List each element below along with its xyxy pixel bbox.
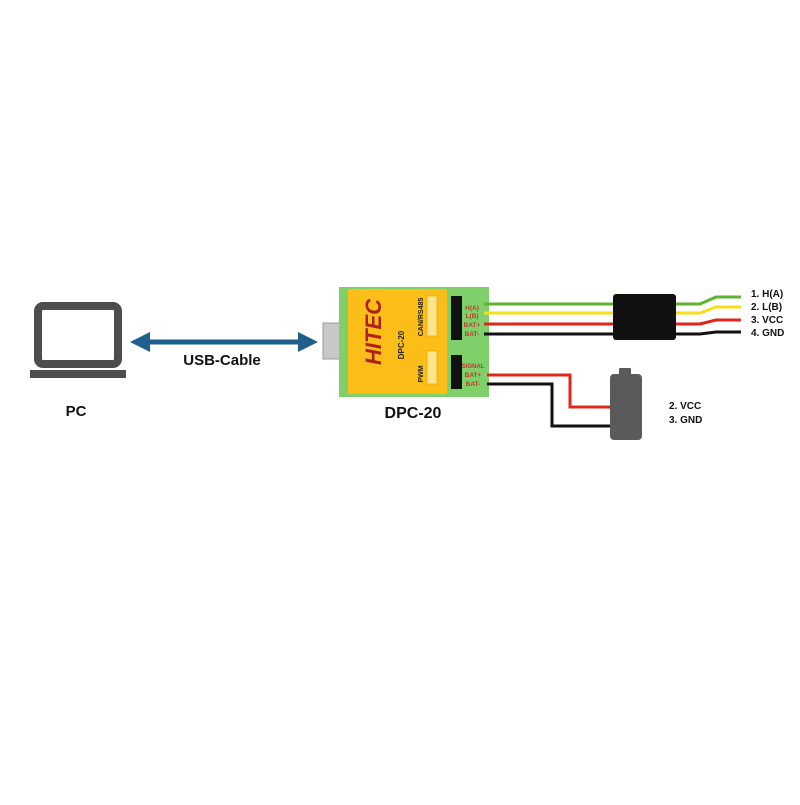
pc-label: PC (66, 403, 87, 420)
wire-red (676, 318, 741, 326)
can-pin-label: H(A) (465, 305, 479, 312)
can-pin-label: BAT+ (464, 322, 481, 329)
battery-legend-item: 3. GND (669, 415, 702, 426)
pwm-pin-marker (426, 350, 438, 385)
can-legend-item: 1. H(A) (751, 289, 783, 300)
wire-green (676, 295, 741, 306)
can-legend-item: 4. GND (751, 328, 784, 339)
wire-black (676, 330, 741, 336)
can-fanout-wires (676, 295, 741, 336)
pwm-port-label: PWM (418, 365, 425, 382)
can-cable-connector (613, 294, 676, 340)
battery-icon (610, 368, 642, 440)
pwm-connector (451, 355, 462, 389)
can-legend-item: 2. L(B) (751, 302, 782, 313)
dpc20-device: HITEC DPC-20 CAN/RS485 PWM (339, 287, 489, 397)
can-pin-marker (426, 295, 438, 337)
can-legend: 1. H(A) 2. L(B) 3. VCC 4. GND (751, 289, 784, 339)
pwm-pin-label: SIGNAL (462, 364, 485, 370)
wire-yellow (676, 305, 741, 315)
device-side-model: DPC-20 (397, 330, 406, 359)
brand-logo: HITEC (361, 298, 386, 365)
laptop-icon (30, 302, 126, 378)
wire-black (487, 382, 611, 428)
can-pin-labels: H(A) L(B) BAT+ BAT- (464, 305, 481, 338)
wire-red (487, 373, 611, 409)
battery-legend-item: 2. VCC (669, 401, 701, 412)
can-connector (451, 296, 462, 340)
usb-cable-label: USB-Cable (183, 352, 261, 369)
can-pin-label: L(B) (466, 313, 479, 320)
pwm-pin-label: BAT- (466, 381, 481, 388)
pwm-pin-label: BAT+ (465, 372, 482, 379)
pwm-pin-labels: SIGNAL BAT+ BAT- (462, 364, 485, 388)
battery-wires (487, 373, 611, 428)
can-pin-label: BAT- (465, 331, 480, 338)
can-legend-item: 3. VCC (751, 315, 783, 326)
can-port-label: CAN/RS485 (418, 298, 425, 337)
can-wires (484, 302, 615, 336)
device-name-label: DPC-20 (385, 405, 442, 422)
battery-legend: 2. VCC 3. GND (669, 401, 702, 426)
